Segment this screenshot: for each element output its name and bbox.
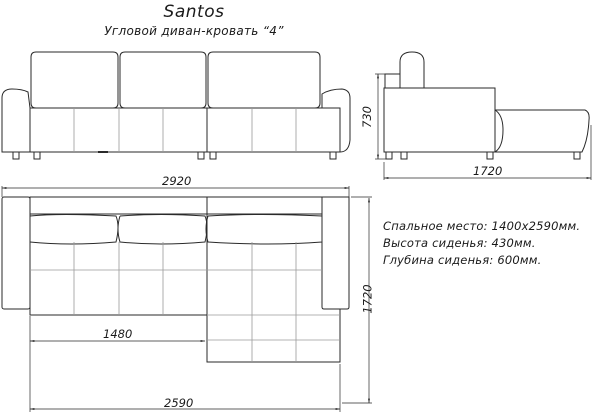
- dim-side-height: 730: [359, 106, 374, 128]
- foot: [34, 152, 40, 159]
- plan-cushion-2: [118, 215, 207, 245]
- spec-sleeping-area: Спальное место: 1400x2590мм.: [383, 219, 581, 233]
- foot: [210, 152, 216, 159]
- plan-cushion-1: [30, 215, 118, 245]
- product-title: Santos: [163, 2, 225, 22]
- plan-back: [30, 197, 322, 214]
- plan-seat-outline: [30, 242, 340, 362]
- plan-cushion-3: [206, 215, 322, 245]
- right-arm: [322, 89, 350, 152]
- dim-front-width: 2920: [162, 174, 192, 188]
- side-body: [384, 88, 495, 152]
- side-back-cushion: [400, 52, 424, 88]
- plan-view: [2, 197, 349, 362]
- plan-left-arm: [2, 197, 30, 309]
- side-view: [384, 52, 589, 159]
- dim-plan-depth: 1720: [360, 284, 375, 314]
- foot: [198, 152, 204, 159]
- foot: [330, 152, 336, 159]
- left-arm: [2, 89, 30, 152]
- spec-seat-depth: Глубина сиденья: 600мм.: [383, 253, 542, 267]
- back-cushion-1: [31, 52, 118, 108]
- dim-side-depth: 1720: [473, 164, 503, 178]
- plan-right-arm: [322, 197, 349, 309]
- foot: [13, 152, 19, 159]
- product-subtitle: Угловой диван-кровать “4”: [104, 24, 284, 38]
- front-view: [2, 52, 350, 159]
- chaise-side: [495, 110, 589, 152]
- spec-seat-height: Высота сиденья: 430мм.: [383, 236, 536, 250]
- seat-base: [30, 108, 340, 152]
- back-cushion-2: [120, 52, 206, 108]
- dim-bed-length: 2590: [164, 396, 194, 410]
- dim-straight-section: 1480: [103, 327, 133, 341]
- back-cushion-3: [208, 52, 320, 108]
